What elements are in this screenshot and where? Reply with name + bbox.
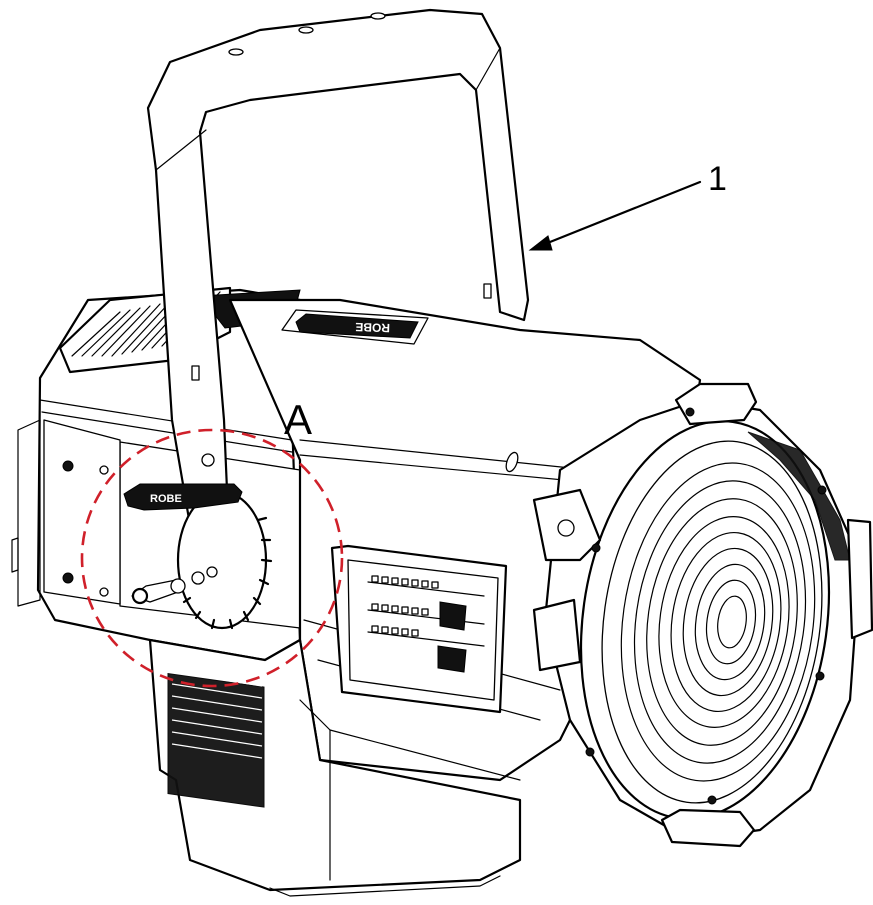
detail-a-circle xyxy=(80,428,344,688)
callout-1-leader xyxy=(528,180,702,251)
top-clip xyxy=(674,382,758,426)
tilt-lock-area: ROBE xyxy=(123,453,273,630)
fresnel-lens xyxy=(620,462,816,782)
control-panel xyxy=(330,544,508,714)
rear-vent xyxy=(167,673,265,808)
yoke-base xyxy=(148,638,522,897)
fader-knob-lower xyxy=(437,645,467,673)
front-handle xyxy=(532,598,582,672)
fader-knob-upper xyxy=(439,601,467,631)
top-logo: ROBE xyxy=(355,320,390,335)
side-clip xyxy=(846,518,873,640)
tilt-lock-knob xyxy=(123,483,243,511)
callout-label-a: A xyxy=(284,396,312,443)
bottom-clip xyxy=(660,808,756,848)
lens-assembly xyxy=(532,382,873,848)
knob-logo: ROBE xyxy=(150,493,182,505)
callout-label-1: 1 xyxy=(708,160,727,198)
